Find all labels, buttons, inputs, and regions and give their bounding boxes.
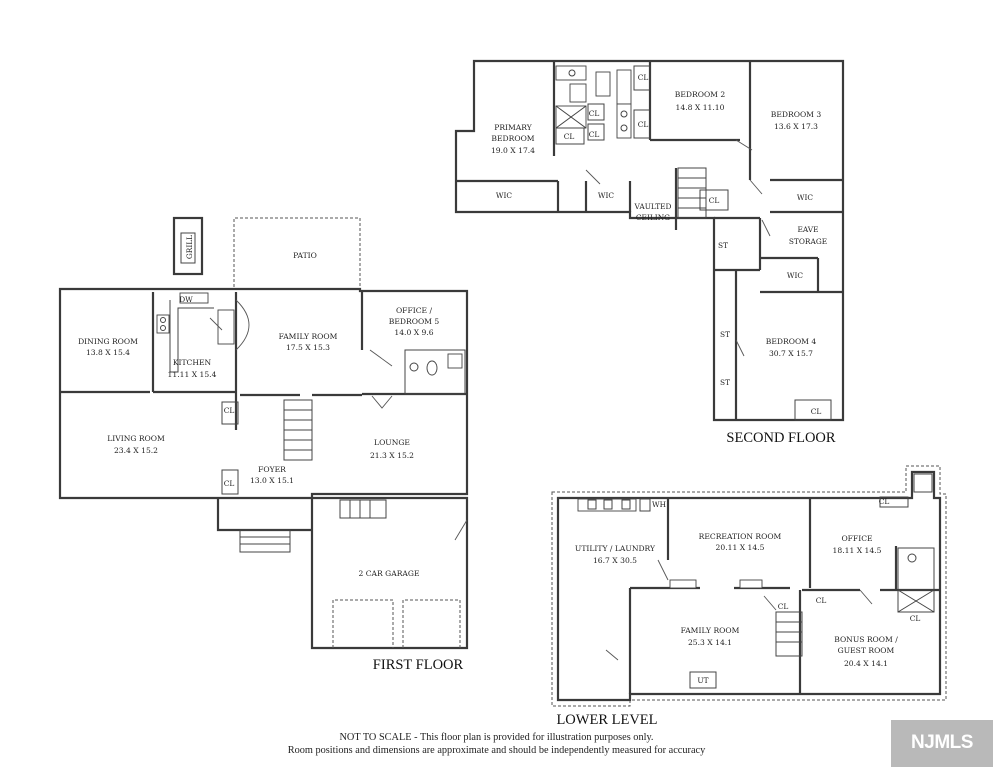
first-floor-title: FIRST FLOOR: [373, 657, 464, 673]
living-room-name: LIVING ROOM: [107, 434, 165, 443]
family-room-dims: 17.5 X 15.3: [286, 343, 330, 352]
eave-storage-line2: STORAGE: [789, 237, 827, 246]
vaulted-ceiling-line2: CEILING: [636, 213, 670, 222]
foyer-name: FOYER: [258, 465, 286, 474]
disclaimer-line1: NOT TO SCALE - This floor plan is provid…: [339, 732, 654, 743]
bonus-room-line1: BONUS ROOM /: [834, 635, 898, 644]
dining-room-name: DINING ROOM: [78, 337, 138, 346]
lower-level-title: LOWER LEVEL: [556, 712, 657, 728]
office-label-line1: OFFICE /: [396, 306, 433, 315]
closet-label: CL: [589, 109, 600, 118]
garage-label: 2 CAR GARAGE: [358, 569, 419, 578]
first-floor-plan: DW CL CL: [58, 216, 469, 650]
recreation-room-dims: 20.11 X 14.5: [716, 543, 765, 552]
vaulted-ceiling-line1: VAULTED: [634, 202, 672, 211]
njmls-logo-text: NJMLS: [911, 732, 973, 753]
second-floor-plan: [454, 59, 845, 422]
bedroom2-dims: 14.8 X 11.10: [676, 103, 725, 112]
closet-label: CL: [778, 602, 789, 611]
patio-label: PATIO: [293, 251, 317, 260]
njmls-logo: NJMLS: [891, 720, 993, 767]
primary-bedroom-line2: BEDROOM: [491, 134, 534, 143]
lower-office-name: OFFICE: [841, 534, 872, 543]
disclaimer-line2: Room positions and dimensions are approx…: [287, 745, 706, 756]
closet-label: CL: [910, 614, 921, 623]
storage-label: ST: [718, 241, 728, 250]
lower-level-plan: [551, 465, 947, 707]
closet-label: CL: [589, 130, 600, 139]
bedroom2-name: BEDROOM 2: [675, 90, 726, 99]
lower-office-dims: 18.11 X 14.5: [833, 546, 882, 555]
bonus-room-dims: 20.4 X 14.1: [844, 659, 888, 668]
dishwasher-label: DW: [179, 295, 193, 304]
primary-bedroom-dims: 19.0 X 17.4: [491, 146, 535, 155]
utility-laundry-dims: 16.7 X 30.5: [593, 556, 637, 565]
closet-label: CL: [811, 407, 822, 416]
bedroom4-dims: 30.7 X 15.7: [769, 349, 813, 358]
closet-label: CL: [564, 132, 575, 141]
dining-room-dims: 13.8 X 15.4: [86, 348, 130, 357]
primary-bedroom-line1: PRIMARY: [494, 123, 533, 132]
lounge-name: LOUNGE: [374, 438, 410, 447]
lower-family-room-name: FAMILY ROOM: [681, 626, 740, 635]
walk-in-closet-label: WIC: [598, 191, 615, 200]
utility-label: UT: [697, 676, 708, 685]
water-heater-label: WH: [652, 500, 667, 509]
closet-label: CL: [224, 479, 235, 488]
lower-family-room-dims: 25.3 X 14.1: [688, 638, 732, 647]
family-room-name: FAMILY ROOM: [279, 332, 338, 341]
closet-label: CL: [638, 73, 649, 82]
grill-label: GRILL: [185, 235, 194, 259]
walk-in-closet-label: WIC: [787, 271, 804, 280]
kitchen-dims: 11.11 X 15.4: [168, 370, 217, 379]
storage-label: ST: [720, 330, 730, 339]
bedroom3-name: BEDROOM 3: [771, 110, 822, 119]
utility-laundry-name: UTILITY / LAUNDRY: [575, 544, 656, 553]
bedroom3-dims: 13.6 X 17.3: [774, 122, 818, 131]
second-floor-title: SECOND FLOOR: [726, 430, 835, 446]
living-room-dims: 23.4 X 15.2: [114, 446, 158, 455]
closet-label: CL: [879, 497, 890, 506]
closet-label: CL: [224, 406, 235, 415]
walk-in-closet-label: WIC: [496, 191, 513, 200]
lounge-dims: 21.3 X 15.2: [370, 451, 414, 460]
walk-in-closet-label: WIC: [797, 193, 814, 202]
office-label-line2: BEDROOM 5: [389, 317, 440, 326]
recreation-room-name: RECREATION ROOM: [699, 532, 782, 541]
closet-label: CL: [638, 120, 649, 129]
closet-label: CL: [709, 196, 720, 205]
office-dims: 14.0 X 9.6: [394, 328, 433, 337]
eave-storage-line1: EAVE: [797, 225, 818, 234]
bedroom4-name: BEDROOM 4: [766, 337, 817, 346]
storage-label: ST: [720, 378, 730, 387]
bonus-room-line2: GUEST ROOM: [838, 646, 895, 655]
kitchen-name: KITCHEN: [173, 358, 212, 367]
closet-label: CL: [816, 596, 827, 605]
foyer-dims: 13.0 X 15.1: [250, 476, 294, 485]
